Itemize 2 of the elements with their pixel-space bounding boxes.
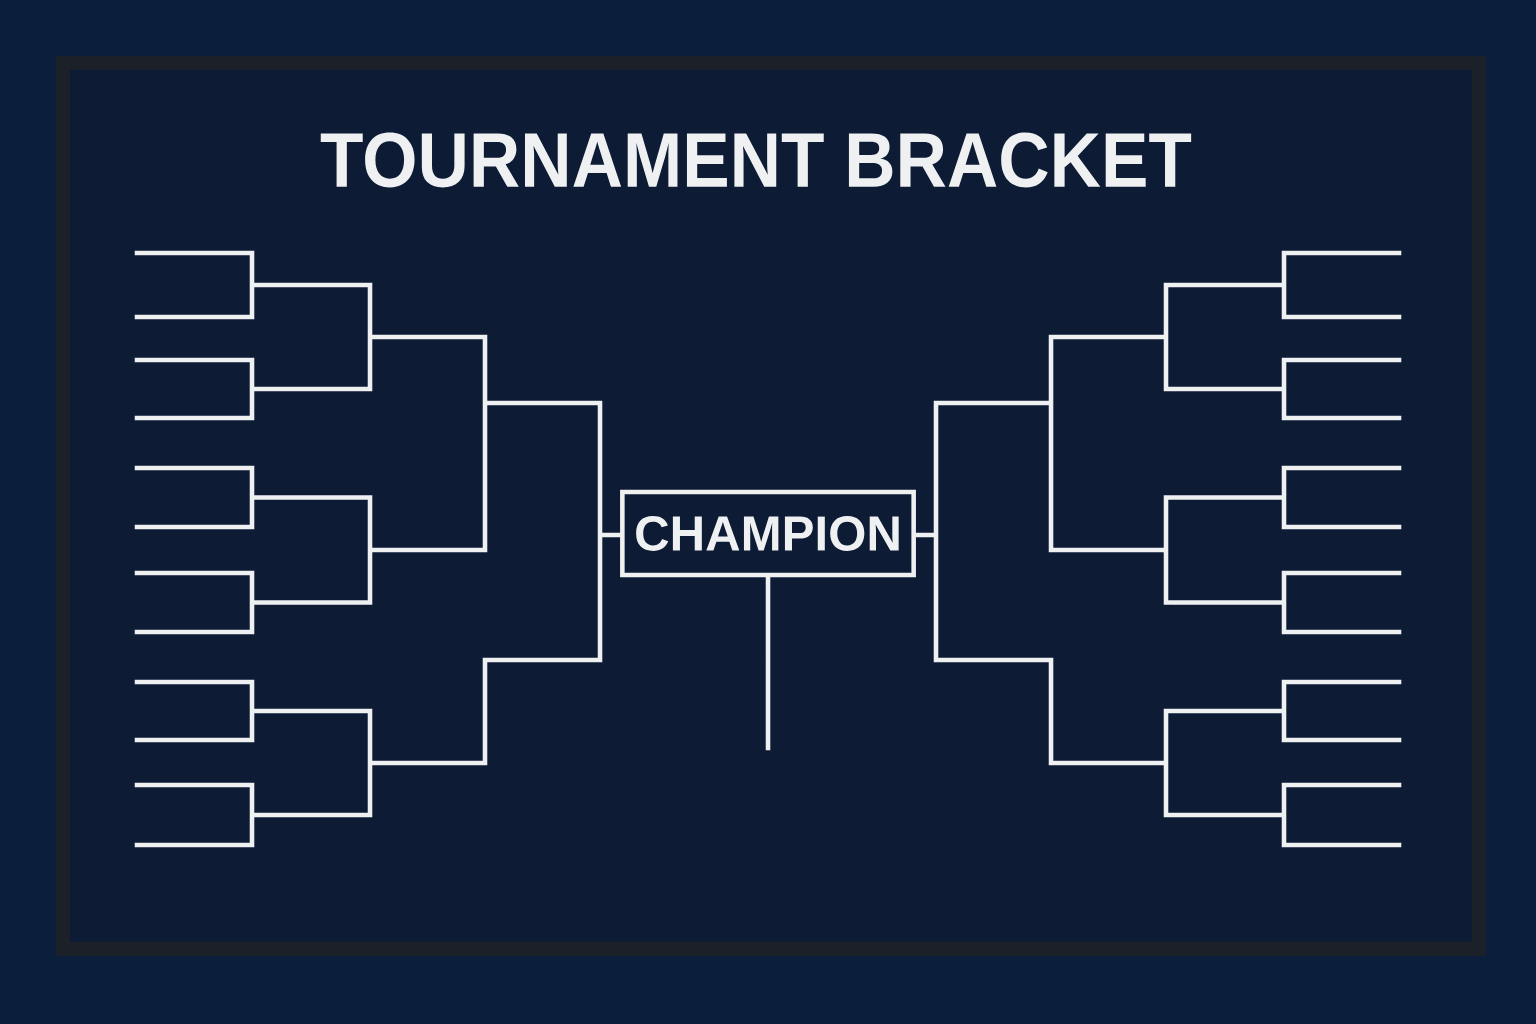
- champion-box: CHAMPION: [620, 489, 916, 578]
- title: TOURNAMENT BRACKET: [320, 132, 1192, 188]
